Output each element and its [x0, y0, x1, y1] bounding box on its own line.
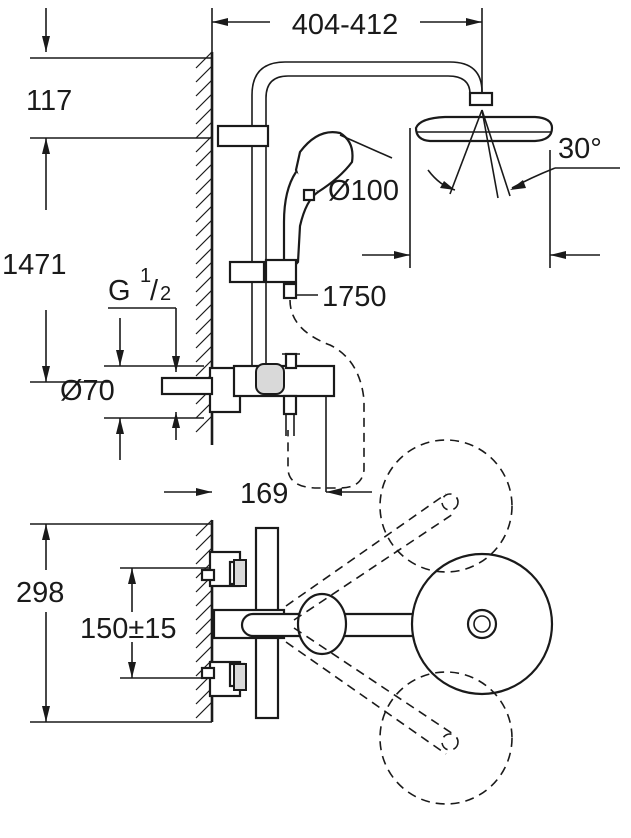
- wall-hatch-line: [195, 107, 213, 125]
- wall-hatch-line: [195, 93, 213, 111]
- arm-reach-label: 404-412: [292, 9, 398, 41]
- swivel-positions: [285, 439, 513, 805]
- wall-hatch-line: [195, 533, 213, 551]
- hand-diameter-label: Ø100: [328, 175, 399, 207]
- wall-hatch-line: [195, 289, 213, 307]
- wall-hatch-line: [195, 163, 213, 181]
- wall-hatch-line: [195, 65, 213, 83]
- wall-hatch-line: [195, 219, 213, 237]
- hand-shower: Ø100: [282, 131, 399, 269]
- escutcheon-label: Ø70: [60, 375, 115, 407]
- thread-num: 1: [140, 265, 151, 287]
- mixer-side: [160, 352, 336, 436]
- wall-hatch-line: [195, 645, 213, 663]
- wall-hatch-line: [195, 233, 213, 251]
- dim-spout: 169: [164, 395, 372, 510]
- dim-thread: G 1 / 2: [108, 265, 180, 440]
- inlet-spacing-label: 150±15: [80, 613, 177, 645]
- bar-height-label: 1471: [2, 249, 67, 281]
- wall-hatch-line: [195, 205, 213, 223]
- wall-hatch-line: [195, 331, 213, 349]
- wall-hatch-line: [195, 617, 213, 635]
- wall-hatch-line: [195, 701, 213, 719]
- dim-top-offset: 117: [26, 8, 212, 210]
- dim-head-diameter: [362, 128, 600, 268]
- wall-hatch-line: [195, 51, 213, 69]
- wall-hatch-line: [195, 345, 213, 363]
- hose-length-label: 1750: [322, 281, 387, 313]
- wall-hatch-line: [195, 603, 213, 621]
- wall-hatch-line: [195, 589, 213, 607]
- dim-escutcheon: Ø70: [60, 318, 204, 460]
- wall-hatch-line: [195, 79, 213, 97]
- wall-hatch-line: [195, 303, 213, 321]
- dim-bar-height: 1471: [2, 249, 110, 383]
- top-offset-label: 117: [26, 85, 72, 117]
- wall-hatch-line: [195, 519, 213, 537]
- dim-arm-reach: 404-412: [211, 8, 483, 95]
- dim-hose-length: 1750: [287, 281, 387, 489]
- wall-hatch-line: [195, 247, 213, 265]
- thread-slash: /: [150, 275, 159, 307]
- wall-hatch-line: [195, 275, 213, 293]
- wall-hatch-line: [195, 121, 213, 139]
- thread-den: 2: [160, 283, 171, 305]
- thread-label: G: [108, 275, 131, 307]
- head-angle-lines: 30°: [427, 109, 620, 199]
- wall-hatch-line: [195, 631, 213, 649]
- wall-hatch-line: [195, 149, 213, 167]
- wall-hatch-line: [195, 191, 213, 209]
- dim-mixer-height: 298: [16, 523, 212, 723]
- tilt-angle-label: 30°: [558, 133, 602, 165]
- wall-hatch-line: [195, 415, 213, 433]
- wall-hatch-line: [195, 547, 213, 565]
- head-shower-side: [414, 115, 554, 143]
- wall-hatch-line: [195, 261, 213, 279]
- wall-hatch-line: [195, 317, 213, 335]
- riser-pipe: [216, 61, 494, 380]
- wall-hatch-line: [195, 177, 213, 195]
- slider: [228, 258, 298, 300]
- spout-label: 169: [240, 478, 288, 510]
- wall-hatch-line: [195, 359, 213, 377]
- dim-inlet-spacing: 150±15: [80, 567, 212, 679]
- head-shower-top: [410, 552, 554, 696]
- mixer-height-label: 298: [16, 577, 64, 609]
